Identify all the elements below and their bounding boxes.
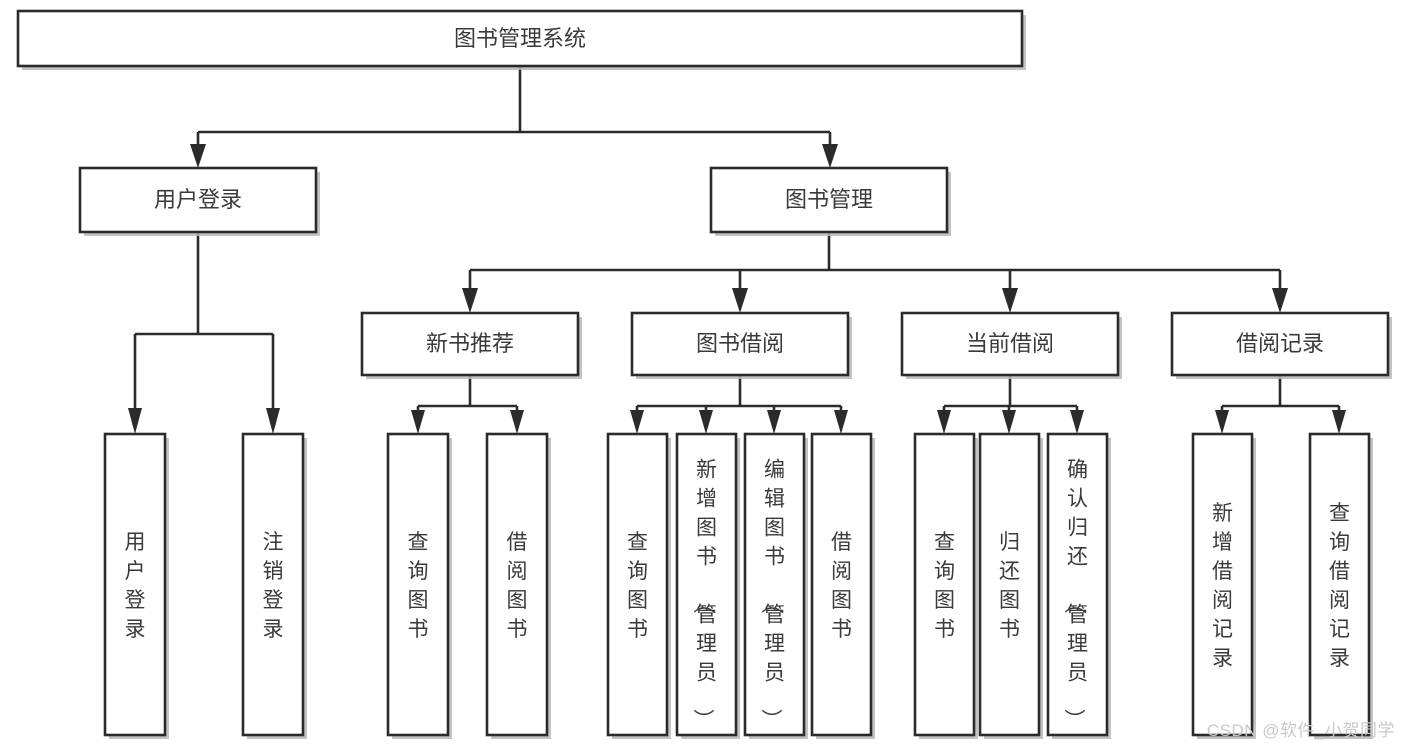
book-borrow-box bbox=[630, 311, 850, 377]
node-leaf-borrow-book-2[interactable]: 借阅图书 bbox=[810, 432, 875, 739]
book-manage-label: 图书管理 bbox=[785, 187, 873, 212]
book-borrow-label: 图书借阅 bbox=[696, 331, 784, 356]
leaf-logout-login-box bbox=[241, 432, 305, 737]
leaf-borrow-book-2-box bbox=[810, 432, 873, 737]
node-leaf-edit-book[interactable]: 编辑图书（管理员） bbox=[743, 432, 808, 739]
leaf-query-book-3-label: 查询图书 bbox=[934, 531, 955, 641]
current-borrow-box bbox=[900, 311, 1120, 377]
leaf-user-login-box bbox=[103, 432, 167, 737]
borrow-record-label: 借阅记录 bbox=[1236, 331, 1324, 356]
leaf-query-borrow-record-label: 查询借阅记录 bbox=[1329, 502, 1350, 670]
leaf-borrow-book-2-label: 借阅图书 bbox=[831, 531, 852, 641]
arrow-head-user-login bbox=[190, 144, 206, 168]
node-user-login[interactable]: 用户登录 bbox=[78, 166, 320, 236]
arrow-head-leaf-logout-login bbox=[266, 408, 280, 434]
arrow-head-current-borrow bbox=[1002, 288, 1018, 313]
leaf-query-borrow-record-box bbox=[1308, 432, 1371, 737]
node-root[interactable]: 图书管理系统 bbox=[16, 9, 1026, 70]
leaf-return-book-box bbox=[978, 432, 1041, 737]
edge-userlogin-to-leaves bbox=[128, 232, 280, 434]
edge-newbook-to-leaves bbox=[411, 375, 524, 434]
edge-currentborrow-to-leaves bbox=[937, 375, 1084, 434]
arrow-head-leaf-borrow-book-2 bbox=[834, 410, 848, 434]
leaf-edit-book-box bbox=[743, 432, 806, 737]
node-leaf-query-book-1[interactable]: 查询图书 bbox=[386, 432, 452, 739]
leaf-query-book-3-box bbox=[913, 432, 976, 737]
leaf-add-book-box bbox=[675, 432, 738, 737]
node-new-book-recommend[interactable]: 新书推荐 bbox=[360, 311, 582, 379]
root-label: 图书管理系统 bbox=[454, 26, 586, 51]
arrow-head-leaf-edit-book bbox=[767, 410, 781, 434]
edge-root-to-level2 bbox=[190, 66, 838, 168]
node-leaf-add-book[interactable]: 新增图书（管理员） bbox=[675, 432, 740, 739]
node-leaf-query-borrow-record[interactable]: 查询借阅记录 bbox=[1308, 432, 1373, 739]
leaf-query-book-2-box bbox=[606, 432, 669, 737]
leaf-add-borrow-record-label: 新增借阅记录 bbox=[1212, 502, 1233, 670]
node-book-manage[interactable]: 图书管理 bbox=[709, 166, 951, 236]
arrow-head-book-manage bbox=[822, 144, 838, 168]
arrow-head-leaf-user-login bbox=[128, 408, 142, 434]
leaf-borrow-book-1-box bbox=[485, 432, 549, 737]
user-login-label: 用户登录 bbox=[154, 187, 242, 212]
leaf-borrow-book-1-label: 借阅图书 bbox=[507, 531, 528, 641]
leaf-confirm-return-box bbox=[1046, 432, 1109, 737]
arrow-head-leaf-query-borrow-record bbox=[1332, 410, 1346, 434]
root-box bbox=[16, 9, 1024, 68]
connector-layer bbox=[128, 66, 1346, 434]
arrow-head-borrow-record bbox=[1272, 288, 1288, 313]
current-borrow-label: 当前借阅 bbox=[966, 331, 1054, 356]
user-login-box bbox=[78, 166, 318, 234]
arrow-head-book-borrow bbox=[732, 288, 748, 313]
leaf-add-book-label: 新增图书（管理员） bbox=[691, 459, 717, 730]
borrow-record-box bbox=[1170, 311, 1390, 377]
arrow-head-leaf-borrow-book-1 bbox=[510, 410, 524, 434]
node-book-borrow[interactable]: 图书借阅 bbox=[630, 311, 852, 379]
arrow-head-leaf-query-book-1 bbox=[411, 410, 425, 434]
leaf-node-layer: 用户登录 注销登录 查询图书 借阅图书 查询图书 新增图书（管理员） 编辑图书（管理员） 借阅… bbox=[103, 432, 1373, 739]
arrow-head-leaf-query-book-2 bbox=[630, 410, 644, 434]
edge-borrowrecord-to-leaves bbox=[1215, 375, 1346, 434]
node-leaf-return-book[interactable]: 归还图书 bbox=[978, 432, 1043, 739]
arrow-head-leaf-query-book-3 bbox=[937, 410, 951, 434]
node-leaf-query-book-3[interactable]: 查询图书 bbox=[913, 432, 978, 739]
node-leaf-user-login[interactable]: 用户登录 bbox=[103, 432, 169, 739]
node-leaf-add-borrow-record[interactable]: 新增借阅记录 bbox=[1191, 432, 1256, 739]
new-book-recommend-label: 新书推荐 bbox=[426, 331, 514, 356]
node-leaf-logout-login[interactable]: 注销登录 bbox=[241, 432, 307, 739]
node-borrow-record[interactable]: 借阅记录 bbox=[1170, 311, 1392, 379]
leaf-query-book-1-box bbox=[386, 432, 450, 737]
arrow-head-leaf-confirm-return bbox=[1070, 410, 1084, 434]
node-leaf-query-book-2[interactable]: 查询图书 bbox=[606, 432, 671, 739]
leaf-edit-book-label: 编辑图书（管理员） bbox=[759, 459, 785, 730]
arrow-head-leaf-add-borrow-record bbox=[1215, 410, 1229, 434]
book-manage-box bbox=[709, 166, 949, 234]
leaf-confirm-return-label: 确认归还（管理员） bbox=[1062, 459, 1088, 730]
leaf-query-book-2-label: 查询图书 bbox=[627, 531, 648, 641]
node-current-borrow[interactable]: 当前借阅 bbox=[900, 311, 1122, 379]
arrow-head-leaf-add-book bbox=[699, 410, 713, 434]
new-book-recommend-box bbox=[360, 311, 580, 377]
leaf-return-book-label: 归还图书 bbox=[999, 531, 1020, 641]
leaf-add-borrow-record-box bbox=[1191, 432, 1254, 737]
leaf-query-book-1-label: 查询图书 bbox=[408, 531, 429, 641]
node-leaf-borrow-book-1[interactable]: 借阅图书 bbox=[485, 432, 551, 739]
arrow-head-new-book-recommend bbox=[462, 288, 478, 313]
arrow-head-leaf-return-book bbox=[1002, 410, 1016, 434]
leaf-user-login-label: 用户登录 bbox=[125, 531, 146, 641]
leaf-logout-login-label: 注销登录 bbox=[263, 531, 284, 641]
node-leaf-confirm-return[interactable]: 确认归还（管理员） bbox=[1046, 432, 1111, 739]
edge-bookmanage-to-level3 bbox=[462, 232, 1288, 313]
edge-bookborrow-to-leaves bbox=[630, 375, 848, 434]
